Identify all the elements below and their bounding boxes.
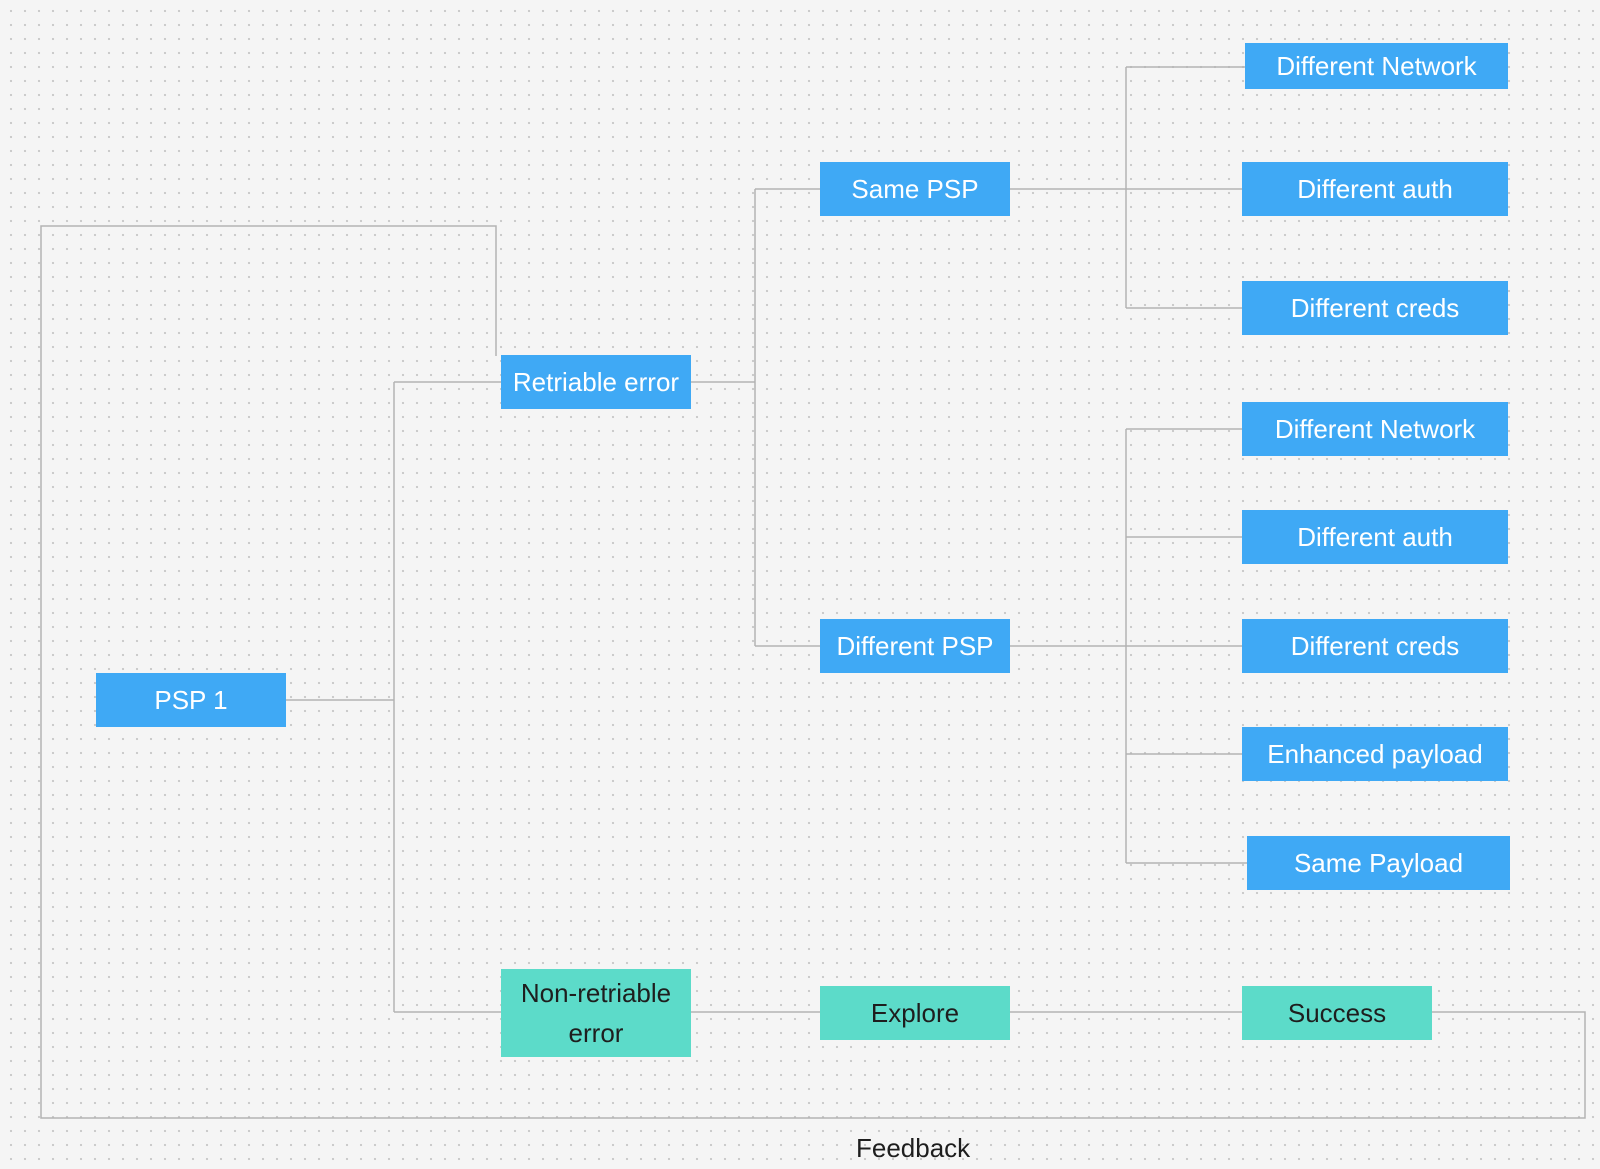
node-same-psp-option[interactable]: Different Network: [1245, 43, 1508, 89]
node-different-psp-option[interactable]: Different Network: [1242, 402, 1508, 456]
feedback-loop-line: [40, 225, 1586, 1119]
node-same-psp-label: Same PSP: [851, 174, 979, 204]
node-different-psp-option-label: Different auth: [1297, 522, 1453, 552]
node-same-psp-option[interactable]: Different auth: [1242, 162, 1508, 216]
node-same-psp[interactable]: Same PSP: [820, 162, 1010, 216]
node-different-psp-option[interactable]: Different creds: [1242, 619, 1508, 673]
feedback-label: Feedback: [856, 1133, 971, 1163]
node-explore-label: Explore: [870, 998, 960, 1028]
node-different-psp-option-label: Different Network: [1274, 414, 1476, 444]
node-different-psp-option-label: Enhanced payload: [1267, 739, 1483, 769]
node-different-psp-label: Different PSP: [836, 631, 994, 661]
node-psp-1[interactable]: PSP 1: [96, 673, 286, 727]
node-different-psp[interactable]: Different PSP: [820, 619, 1010, 673]
node-psp-1-label: PSP 1: [154, 685, 228, 715]
node-same-psp-option[interactable]: Different creds: [1242, 281, 1508, 335]
node-same-psp-option-label: Different creds: [1290, 293, 1460, 323]
node-retriable-error[interactable]: Retriable error: [501, 355, 691, 409]
node-non-retriable-error-label: Non-retriable error: [520, 978, 672, 1048]
node-different-psp-option-label: Same Payload: [1293, 848, 1464, 878]
node-explore[interactable]: Explore: [820, 986, 1010, 1040]
node-different-psp-option[interactable]: Enhanced payload: [1242, 727, 1508, 781]
node-different-psp-option-label: Different creds: [1290, 631, 1460, 661]
node-success[interactable]: Success: [1242, 986, 1432, 1040]
node-same-psp-option-label: Different auth: [1297, 174, 1453, 204]
node-success-label: Success: [1287, 998, 1387, 1028]
node-same-psp-option-label: Different Network: [1276, 51, 1477, 81]
node-different-psp-option[interactable]: Same Payload: [1247, 836, 1510, 890]
node-non-retriable-error[interactable]: Non-retriable error: [501, 969, 691, 1057]
node-different-psp-option[interactable]: Different auth: [1242, 510, 1508, 564]
node-retriable-error-label: Retriable error: [512, 367, 680, 397]
